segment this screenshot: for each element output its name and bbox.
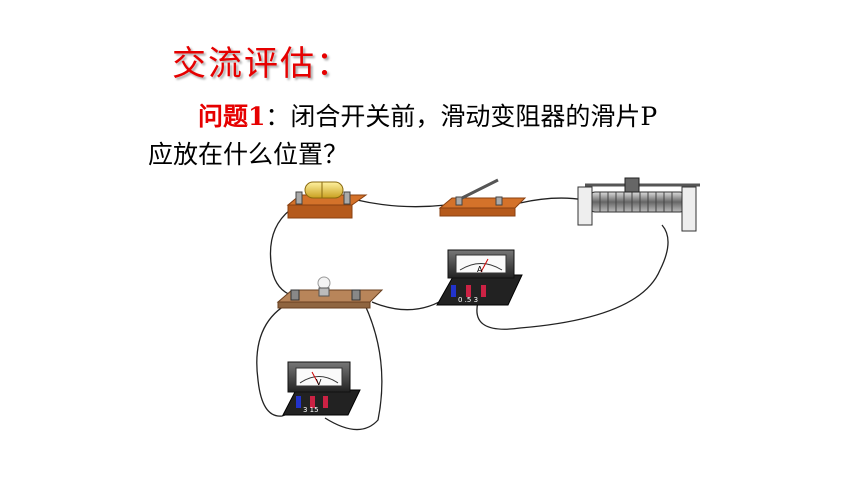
voltmeter-scale: 3 15 — [303, 406, 319, 414]
wire-bulb-voltmeter-left — [256, 299, 296, 417]
question-label: 问题1 — [198, 102, 266, 131]
question-line-1: ：闭合开关前，滑动变阻器的滑片P — [265, 102, 658, 131]
rheostat — [577, 177, 700, 232]
wire-switch-rheostat — [519, 197, 586, 204]
wire-ammeter-rheostat — [476, 224, 669, 330]
knife-switch — [438, 178, 527, 217]
wire-battery-bulb — [269, 209, 294, 297]
battery-holder — [286, 181, 368, 219]
voltmeter-symbol: V — [316, 378, 322, 387]
wires — [256, 197, 669, 431]
slide-title: 交流评估： — [172, 44, 352, 84]
wire-battery-switch — [356, 199, 447, 208]
ammeter-symbol: A — [477, 265, 483, 274]
wire-bulb-voltmeter-right — [324, 304, 383, 431]
bulb-board — [276, 276, 384, 309]
voltmeter: V 3 15 — [282, 361, 361, 416]
ammeter-scale: 0 .5 3 — [458, 296, 478, 304]
question-line-2: 应放在什么位置？ — [148, 140, 349, 169]
wire-bulb-ammeter — [371, 295, 450, 311]
ammeter: A 0 .5 3 — [436, 249, 523, 306]
circuit-diagram: A 0 .5 3 V 3 15 — [256, 177, 700, 431]
question-text: 问题1：闭合开关前，滑动变阻器的滑片P 应放在什么位置？ — [148, 98, 748, 174]
